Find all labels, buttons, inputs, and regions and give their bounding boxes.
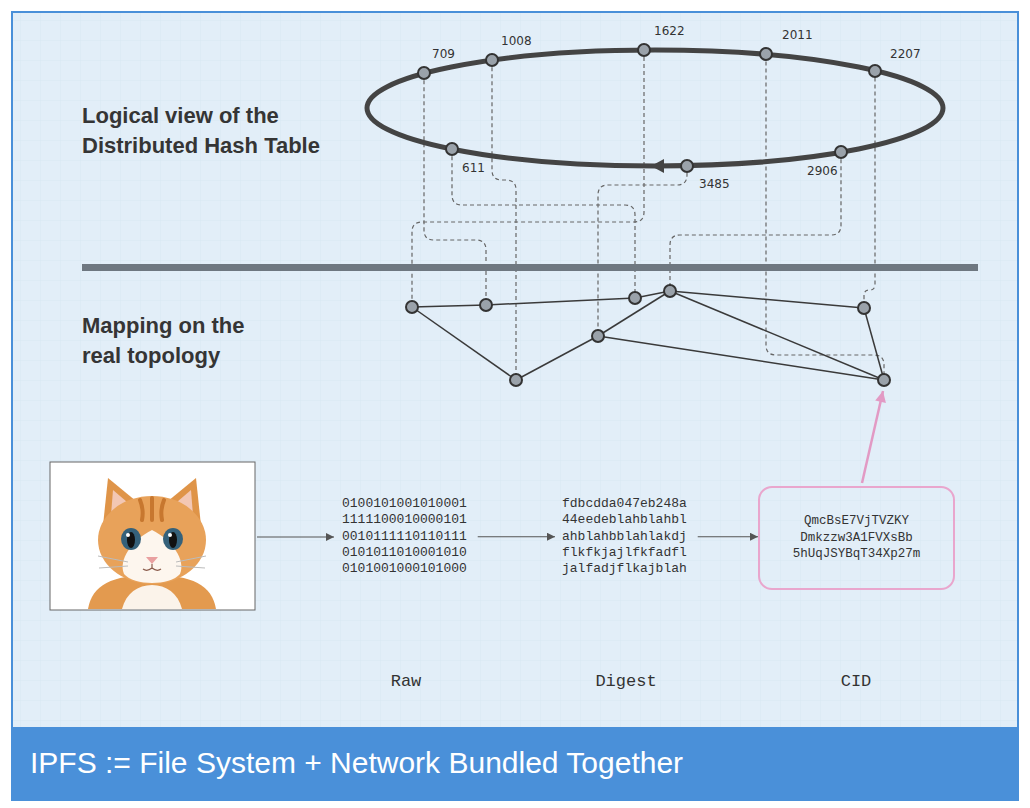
section-heading: Logical view of the Distributed Hash Tab… bbox=[82, 101, 382, 161]
stage-label-holder: Raw bbox=[391, 672, 422, 692]
stage-label: CID bbox=[841, 672, 872, 692]
peer-id: 611 bbox=[462, 161, 485, 175]
number-holder: 611 bbox=[462, 161, 485, 175]
mapping-link bbox=[452, 156, 635, 292]
peer-dot bbox=[858, 302, 870, 314]
ring-direction-arrow bbox=[651, 159, 664, 173]
separator-bar bbox=[82, 264, 978, 271]
stage-label: Raw bbox=[391, 672, 422, 692]
number-holder: 1622 bbox=[654, 24, 685, 38]
kitten-head bbox=[98, 496, 206, 584]
hash-digest: fdbcdda047eb248a 44eedeblahblahbl ahblah… bbox=[562, 496, 691, 577]
peer-id: 3485 bbox=[699, 177, 730, 191]
kitten-eye bbox=[163, 528, 183, 550]
peer-id: 1008 bbox=[501, 34, 532, 48]
section-heading-holder: Logical view of the Distributed Hash Tab… bbox=[82, 101, 382, 161]
dht-peer: 3485 bbox=[680, 159, 694, 173]
image-frame bbox=[50, 462, 255, 610]
topology-link bbox=[412, 305, 486, 307]
panel-background bbox=[12, 12, 1018, 800]
kitten-eye-shine bbox=[168, 533, 172, 537]
kitten-stripes bbox=[140, 498, 164, 520]
stage-label: Digest bbox=[595, 672, 656, 692]
kitten-pupil bbox=[169, 532, 177, 548]
kitten-pupil bbox=[127, 532, 135, 548]
binary-text: 0100101001010001 1111100010000101 001011… bbox=[342, 496, 471, 577]
flow-arrow bbox=[698, 536, 758, 537]
raw-bits: 0100101001010001 1111100010000101 001011… bbox=[342, 496, 471, 577]
peer-dot bbox=[480, 299, 492, 311]
peer-dot bbox=[592, 330, 604, 342]
title-holder: IPFS := File System + Network Bundled To… bbox=[30, 745, 683, 781]
dht-ring bbox=[367, 50, 943, 166]
input-arrow bbox=[257, 536, 334, 537]
diagram-title: IPFS := File System + Network Bundled To… bbox=[30, 745, 683, 781]
peer-dot bbox=[878, 374, 890, 386]
cid-text: QmcBsE7VjTVZKY Dmkzzw3A1FVXsBb 5hUqJSYBq… bbox=[791, 513, 922, 563]
topology-link bbox=[670, 291, 884, 380]
peer-dot bbox=[629, 292, 641, 304]
topology-link bbox=[598, 291, 670, 336]
topology-links bbox=[412, 291, 884, 380]
flow-arrow bbox=[478, 536, 555, 537]
mapping-link bbox=[598, 173, 687, 330]
peer-id: 2207 bbox=[890, 47, 921, 61]
section-heading: Mapping on the real topology bbox=[82, 311, 277, 371]
peer-dot bbox=[664, 285, 676, 297]
peer-id: 1622 bbox=[654, 24, 685, 38]
mapping-link bbox=[766, 61, 884, 374]
kitten-nose bbox=[146, 557, 158, 564]
mapping-links bbox=[412, 57, 884, 374]
topology-link bbox=[412, 307, 516, 380]
number-holder: 709 bbox=[432, 47, 455, 61]
topology-link bbox=[598, 336, 884, 380]
section-heading-holder: Mapping on the real topology bbox=[82, 311, 277, 371]
kitten-whiskers bbox=[98, 556, 206, 568]
peer-id: 2011 bbox=[782, 28, 813, 42]
topology-link bbox=[670, 291, 864, 308]
kitten-muzzle bbox=[123, 530, 182, 583]
kitten-eye bbox=[121, 528, 141, 550]
kitten-chest bbox=[122, 585, 182, 609]
cid-box: QmcBsE7VjTVZKY Dmkzzw3A1FVXsBb 5hUqJSYBq… bbox=[758, 486, 955, 590]
peer-dot bbox=[510, 374, 522, 386]
number-holder: 2906 bbox=[807, 164, 838, 178]
dht-peer: 2207 bbox=[868, 64, 882, 78]
kitten-illustration bbox=[50, 462, 255, 610]
topology-link bbox=[486, 298, 635, 305]
mapping-link bbox=[492, 67, 516, 374]
topology-link bbox=[864, 308, 884, 380]
panel-grid bbox=[13, 13, 1017, 727]
kitten-eye-shine bbox=[126, 533, 130, 537]
lookup-arrow bbox=[862, 391, 883, 483]
topology-link bbox=[516, 336, 598, 380]
title-banner bbox=[12, 727, 1018, 800]
peer-id: 2906 bbox=[807, 164, 838, 178]
stage-label-holder: Digest bbox=[595, 672, 656, 692]
digest-text: fdbcdda047eb248a 44eedeblahblahbl ahblah… bbox=[562, 496, 691, 577]
dht-peer: 1622 bbox=[637, 43, 651, 57]
stage-label-holder: CID bbox=[841, 672, 872, 692]
number-holder: 2207 bbox=[890, 47, 921, 61]
number-holder: 2011 bbox=[782, 28, 813, 42]
number-holder: 1008 bbox=[501, 34, 532, 48]
peer-dot bbox=[406, 301, 418, 313]
number-holder: 3485 bbox=[699, 177, 730, 191]
kitten-mouth bbox=[143, 564, 161, 570]
topology-peers bbox=[406, 285, 890, 386]
peer-id: 709 bbox=[432, 47, 455, 61]
